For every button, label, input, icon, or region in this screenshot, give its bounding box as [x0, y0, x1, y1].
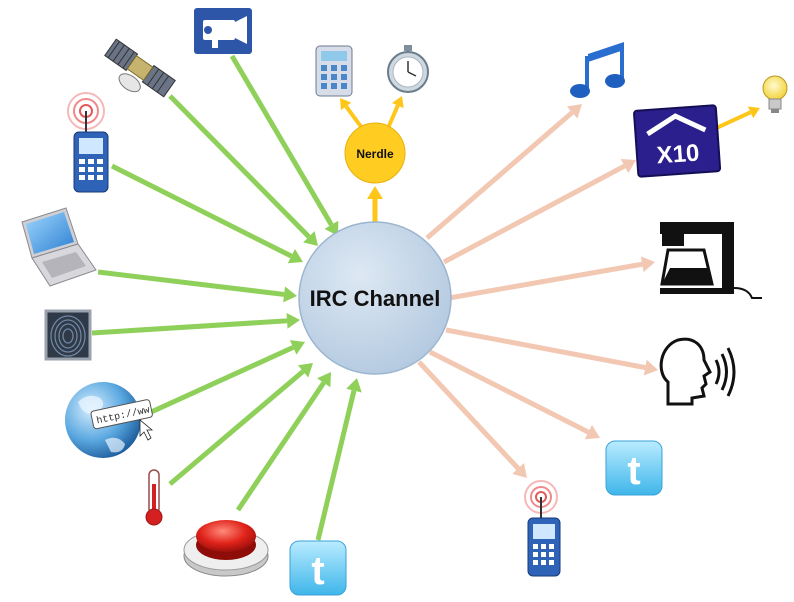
hub-arrow: [386, 96, 404, 129]
security-camera-icon: [194, 8, 252, 54]
irc-channel-node: IRC Channel: [298, 221, 452, 375]
x10-module-icon: X10: [633, 104, 722, 178]
arrows-layer: [91, 54, 760, 541]
input-arrow: [168, 363, 313, 486]
input-arrow: [315, 378, 362, 541]
laptop-icon: [21, 207, 97, 287]
nerdle-label: Nerdle: [356, 147, 394, 161]
input-arrow: [229, 54, 339, 236]
input-arrow: [97, 269, 297, 303]
input-arrow: [235, 372, 331, 512]
output-arrow: [448, 256, 655, 301]
output-arrow: [428, 349, 600, 440]
stopwatch-icon: [387, 45, 429, 93]
coffee-maker-icon: [660, 222, 762, 299]
input-arrow: [136, 340, 305, 421]
twitter-icon: t: [289, 540, 347, 596]
calculator-icon: [315, 45, 353, 97]
output-arrow: [417, 360, 527, 478]
cell-phone-icon: [524, 480, 561, 577]
twitter-icon: t: [605, 440, 663, 496]
hub-arrow: [340, 98, 364, 130]
web-globe-icon: http://ww: [65, 382, 154, 458]
light-bulb-icon: [762, 75, 788, 113]
fingerprint-scanner-icon: [44, 309, 92, 361]
output-arrow: [442, 159, 636, 265]
input-arrow: [110, 163, 303, 264]
x10-label: X10: [656, 140, 700, 170]
input-arrow: [168, 94, 318, 246]
hub-arrow: [367, 186, 383, 222]
irc-channel-label: IRC Channel: [310, 286, 441, 311]
chain-arrow: [711, 106, 760, 132]
nerdle-node: Nerdle: [344, 122, 406, 184]
svg-text:t: t: [627, 449, 640, 493]
satellite-icon: [104, 38, 176, 98]
cell-phone-icon: [67, 92, 109, 193]
svg-text:t: t: [311, 549, 324, 593]
output-arrow: [425, 104, 582, 240]
output-arrow: [445, 327, 658, 376]
thermometer-icon: [145, 469, 163, 526]
big-red-button-icon: [183, 520, 269, 577]
music-note-icon: [570, 42, 625, 98]
input-arrow: [91, 312, 300, 336]
speaking-head-icon: [659, 337, 736, 406]
